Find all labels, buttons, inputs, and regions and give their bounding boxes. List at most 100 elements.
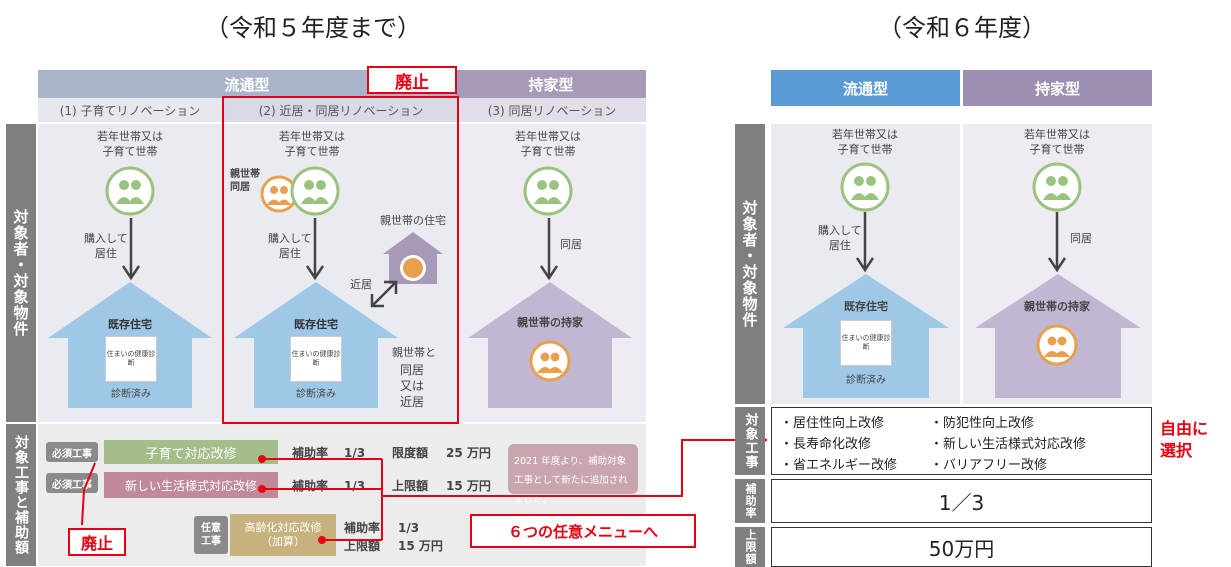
right-col2-young-household: 若年世帯又は 子育て世帯 xyxy=(1024,128,1090,156)
menu-new-lifestyle: 新しい生活様式対応改修 xyxy=(104,472,278,498)
col3-parent-own-home: 親世帯の持家 xyxy=(517,316,583,329)
right-col1-existing-house-label: 既存住宅 xyxy=(844,300,888,313)
header-ownhome-right: 持家型 xyxy=(963,70,1152,106)
right-col1-family-icon xyxy=(840,162,890,212)
col3-young-household: 若年世帯又は 子育て世帯 xyxy=(515,130,581,158)
col1-young-household: 若年世帯又は 子育て世帯 xyxy=(97,130,163,158)
col2-parent-and: 親世帯と xyxy=(392,346,436,359)
required-work-pill-1: 必須工事 xyxy=(46,442,98,462)
menu-childcare: 子育て対応改修 xyxy=(104,440,278,464)
right-rate-value: 1／3 xyxy=(938,490,985,515)
col1-title: (1) 子育てリノベーション xyxy=(38,98,222,122)
col3-cohabit: 同居 xyxy=(560,238,582,251)
rate-value-1: 1/3 xyxy=(344,446,366,460)
header-distribution-left-label: 流通型 xyxy=(224,75,270,94)
col2-badge-text: 住まいの健康診断 xyxy=(291,349,341,367)
right-col1-diagnosis-badge: 住まいの健康診断 xyxy=(840,320,892,366)
col1-existing-house-label: 既存住宅 xyxy=(108,318,152,331)
work-item-new-lifestyle: ・新しい生活様式対応改修 xyxy=(930,437,1087,452)
col1-down-arrow-icon xyxy=(122,218,140,282)
right-side-rate-label: 補助率 xyxy=(744,483,757,519)
right-col2-parent-own-home: 親世帯の持家 xyxy=(1024,300,1090,313)
amount-3: 15 万円 xyxy=(398,539,443,553)
header-ownhome-right-label: 持家型 xyxy=(1034,79,1080,98)
col2-family-icon xyxy=(290,166,340,216)
col2-purchase-live: 購入して 居住 xyxy=(268,232,312,260)
header-ownhome-left: 持家型 xyxy=(456,70,646,98)
col3-down-arrow-icon xyxy=(540,218,558,282)
col2-nearby: 近居 xyxy=(350,278,372,291)
limit-label-1: 限度額 xyxy=(392,446,429,460)
col2-parent-icon xyxy=(260,175,298,213)
right-side-rate: 補助率 xyxy=(735,479,765,523)
left-heading: （令和５年度まで） xyxy=(205,14,421,42)
work-item-barrier-free: ・バリアフリー改修 xyxy=(930,458,1048,473)
right-col1-diagnosed: 診断済み xyxy=(846,375,886,386)
col2-title: (2) 近居・同居リノベーション xyxy=(224,98,458,122)
right-col1-purchase-live: 購入して 居住 xyxy=(818,224,862,252)
note-bubble: 2021 年度より、補助対象工事として新たに追加されました。 xyxy=(508,444,638,506)
menu-aging: 高齢化対応改修 （加算） xyxy=(230,514,336,556)
menu-aging-label: 高齢化対応改修 （加算） xyxy=(244,520,322,548)
right-col1-down-arrow-icon xyxy=(856,212,874,274)
col2-down-arrow-icon xyxy=(306,218,324,282)
menu-childcare-label: 子育て対応改修 xyxy=(145,446,237,462)
right-side-limit: 上限額 xyxy=(735,527,765,567)
abolished-bottom-label: 廃止 xyxy=(68,528,126,556)
work-item-habitability: ・居住性向上改修 xyxy=(780,416,885,431)
right-col2-down-arrow-icon xyxy=(1048,212,1066,274)
right-col2-parent-icon xyxy=(1036,324,1078,366)
work-item-longevity: ・長寿命化改修 xyxy=(780,437,872,452)
right-rate-box: 1／3 xyxy=(771,479,1152,523)
header-ownhome-left-label: 持家型 xyxy=(528,75,574,94)
optional-work-pill: 任意 工事 xyxy=(194,516,228,554)
abolished-top-label: 廃止 xyxy=(367,66,457,94)
right-work-items-box: ・居住性向上改修 ・防犯性向上改修 ・長寿命化改修 ・新しい生活様式対応改修 ・… xyxy=(771,407,1152,475)
rate-label-1: 補助率 xyxy=(292,446,329,460)
col2-cohabit-or-nearby: 同居 又は 近居 xyxy=(399,363,424,410)
col1-diagnosed: 診断済み xyxy=(111,389,151,400)
header-distribution-right-label: 流通型 xyxy=(842,79,888,98)
col2-existing-house-label: 既存住宅 xyxy=(294,318,338,331)
col2-parent-cohabit: 親世帯 同居 xyxy=(230,169,260,193)
col1-diagnosis-badge: 住まいの健康診断 xyxy=(105,336,157,382)
col1-purchase-live: 購入して 居住 xyxy=(84,232,128,260)
right-limit-box: 50万円 xyxy=(771,527,1152,567)
left-side-work: 対象工事と補助額 xyxy=(6,424,36,566)
col2-diagnosed: 診断済み xyxy=(296,389,336,400)
upper-limit-label-3: 上限額 xyxy=(344,539,381,553)
menu-new-lifestyle-label: 新しい生活様式対応改修 xyxy=(124,478,257,493)
optional-work-label: 任意 工事 xyxy=(201,523,221,547)
right-col2-cohabit: 同居 xyxy=(1070,232,1092,245)
rate-value-3: 1/3 xyxy=(398,521,420,535)
note-bubble-text: 2021 年度より、補助対象工事として新たに追加されました。 xyxy=(514,456,628,506)
left-side-work-label: 対象工事と補助額 xyxy=(13,435,29,555)
right-side-target: 対象者・対象物件 xyxy=(735,124,765,404)
right-col2-family-icon xyxy=(1032,162,1082,212)
work-item-crime-prevention: ・防犯性向上改修 xyxy=(930,416,1035,431)
rate-label-3: 補助率 xyxy=(344,521,381,535)
right-side-work: 対象工事 xyxy=(735,407,765,475)
abolished-frame xyxy=(222,96,459,424)
col2-diagnosis-badge: 住まいの健康診断 xyxy=(290,336,342,382)
right-side-limit-label: 上限額 xyxy=(744,529,757,565)
left-side-target: 対象者・対象物件 xyxy=(6,124,36,422)
free-choice-label: 自由に 選択 xyxy=(1160,419,1209,460)
col3-parent-icon xyxy=(529,340,571,382)
left-side-target-label: 対象者・対象物件 xyxy=(11,209,30,337)
col1-badge-text: 住まいの健康診断 xyxy=(106,349,156,367)
right-side-work-label: 対象工事 xyxy=(742,413,758,469)
work-item-energy-saving: ・省エネルギー改修 xyxy=(780,458,898,473)
col3-title: (3) 同居リノベーション xyxy=(458,98,646,122)
right-heading: （令和６年度） xyxy=(878,14,1046,42)
upper-limit-label-2: 上限額 xyxy=(392,479,429,493)
header-distribution-right: 流通型 xyxy=(771,70,960,106)
six-menu-label: ６つの任意メニューへ xyxy=(470,514,696,548)
col2-young-household: 若年世帯又は 子育て世帯 xyxy=(279,130,345,158)
amount-1: 25 万円 xyxy=(446,446,491,460)
right-side-target-label: 対象者・対象物件 xyxy=(740,200,759,328)
col2-parent-home: 親世帯の住宅 xyxy=(380,214,446,227)
amount-2: 15 万円 xyxy=(446,479,491,493)
col3-family-icon xyxy=(523,166,573,216)
